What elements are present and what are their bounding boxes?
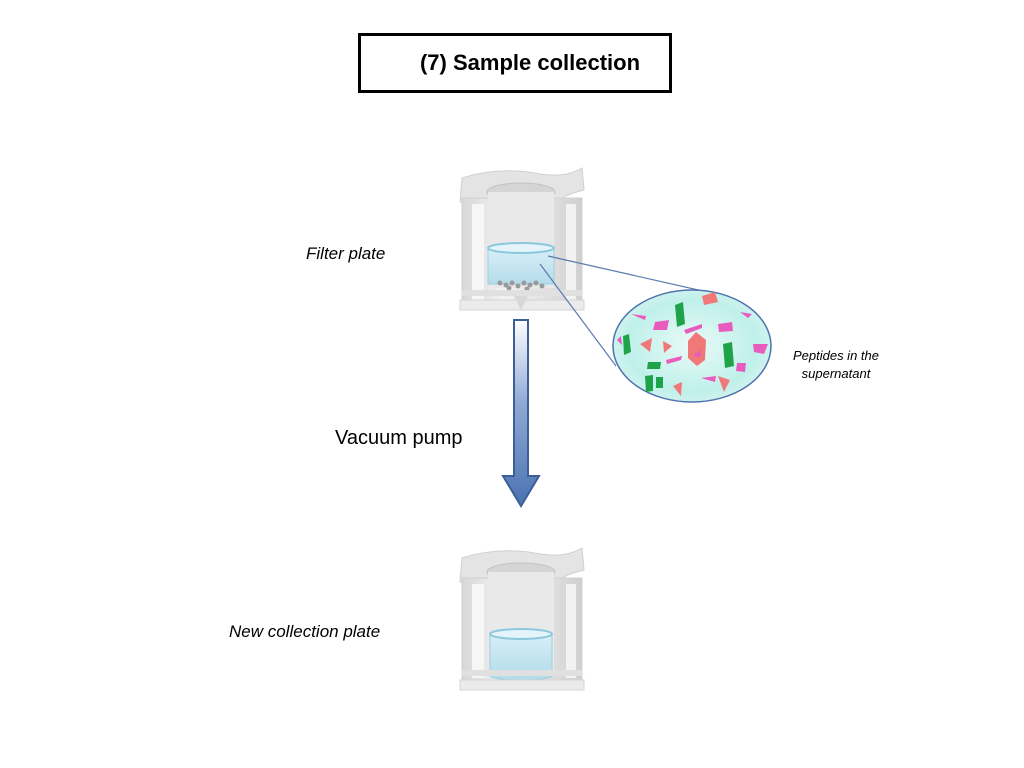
new-collection-plate-label: New collection plate [229,622,381,641]
peptide-bubble [612,289,772,403]
peptides-label-line2: supernatant [801,366,871,381]
vacuum-pump-label: Vacuum pump [335,427,463,449]
vacuum-arrow [501,319,541,508]
filter-plate-label: Filter plate [306,244,386,263]
title-box: (7) Sample collection [358,33,672,93]
zoom-line-top [547,255,717,295]
peptides-label-line1: Peptides in the [792,348,879,363]
new-collection-plate [459,547,585,691]
filter-plate [459,167,585,311]
peptides-label: Peptides in the supernatant [776,347,896,383]
page-title: (7) Sample collection [419,50,641,75]
zoom-line-bottom [539,263,617,367]
